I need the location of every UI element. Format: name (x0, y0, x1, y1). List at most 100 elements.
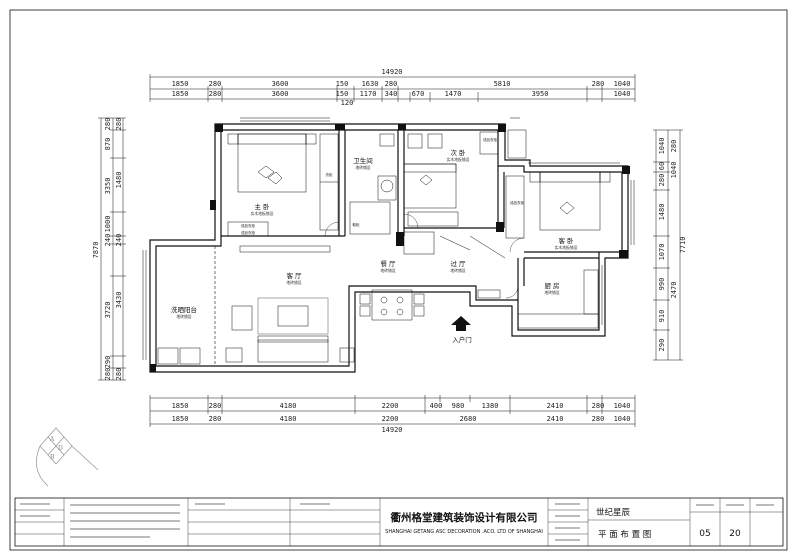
svg-text:990: 990 (658, 278, 666, 291)
svg-text:1070: 1070 (658, 244, 666, 261)
right-dimensions (653, 129, 683, 361)
svg-text:实木地板铺设: 实木地板铺设 (555, 245, 578, 250)
left-dimensions (98, 117, 126, 381)
svg-text:2470: 2470 (670, 282, 678, 299)
sheet-border (9, 9, 788, 551)
svg-text:1850: 1850 (172, 415, 189, 423)
svg-text:2200: 2200 (382, 402, 399, 410)
dim-top-total: 14920 (381, 68, 402, 76)
svg-text:2410: 2410 (547, 402, 564, 410)
svg-text:1470: 1470 (445, 90, 462, 98)
svg-text:1040: 1040 (614, 402, 631, 410)
svg-text:240: 240 (104, 234, 112, 247)
svg-text:280: 280 (209, 402, 222, 410)
title-block: 衢州格堂建筑装饰设计有限公司 SHANGHAI GETANG ASC DECOR… (14, 497, 784, 547)
dim-top-small: 120 (341, 99, 354, 107)
label-wardrobe-2: 成品衣柜 (483, 137, 497, 142)
svg-text:4180: 4180 (280, 415, 297, 423)
svg-text:280: 280 (104, 368, 112, 381)
dim-left-col1: 280 870 3350 240 1000 3720 290 280 (104, 118, 112, 381)
svg-text:3720: 3720 (104, 302, 112, 319)
svg-text:1850: 1850 (172, 80, 189, 88)
dim-top-row1: 1850 280 3600 150 1630 280 5810 280 1040 (172, 80, 631, 88)
svg-text:280: 280 (115, 368, 123, 381)
svg-text:280: 280 (115, 118, 123, 131)
room-balcony: 洗晒阳台 (171, 305, 197, 314)
svg-text:1850: 1850 (172, 402, 189, 410)
svg-text:5810: 5810 (494, 80, 511, 88)
dim-bottom-total: 14920 (381, 426, 402, 434)
room-dining: 餐 厅 (380, 259, 396, 268)
label-cabinet-2: 成品衣柜 (241, 230, 255, 235)
room-guest-bedroom: 客 卧 (558, 236, 574, 245)
svg-text:1040: 1040 (614, 80, 631, 88)
svg-text:地砖铺设: 地砖铺设 (176, 314, 191, 319)
dim-right-col2: 280 1040 2470 (670, 140, 678, 299)
svg-text:240: 240 (115, 234, 123, 247)
svg-text:340: 340 (385, 90, 398, 98)
svg-text:150: 150 (336, 90, 349, 98)
svg-text:1850: 1850 (172, 90, 189, 98)
door-swings (324, 213, 525, 299)
svg-text:280: 280 (658, 174, 666, 187)
svg-text:地砖铺设: 地砖铺设 (450, 268, 465, 273)
company-name-en: SHANGHAI GETANG ASC DECORATION .ACO. LTD… (385, 529, 543, 535)
svg-text:870: 870 (104, 138, 112, 151)
svg-text:60: 60 (658, 162, 666, 170)
dim-left-col2: 280 1480 240 3430 280 (115, 118, 123, 381)
svg-text:1380: 1380 (482, 402, 499, 410)
dim-left-total: 7870 (92, 242, 100, 259)
label-wardrobe-3: 成品衣柜 (510, 200, 524, 205)
svg-text:3600: 3600 (272, 80, 289, 88)
svg-text:实木地板铺设: 实木地板铺设 (251, 211, 274, 216)
svg-text:实木地板铺设: 实木地板铺设 (447, 157, 470, 162)
svg-text:1040: 1040 (670, 162, 678, 179)
svg-text:D: D (58, 445, 63, 452)
room-kitchen: 厨 房 (544, 281, 559, 290)
svg-text:地砖铺设: 地砖铺设 (380, 268, 395, 273)
svg-text:670: 670 (412, 90, 425, 98)
svg-text:4180: 4180 (280, 402, 297, 410)
dim-right-col1: 1040 60 280 1480 1070 990 910 290 (658, 138, 666, 352)
project-name: 世纪星辰 (596, 507, 631, 518)
svg-text:280: 280 (209, 415, 222, 423)
svg-text:3950: 3950 (532, 90, 549, 98)
svg-text:150: 150 (336, 80, 349, 88)
svg-text:280: 280 (209, 80, 222, 88)
svg-text:1040: 1040 (614, 415, 631, 423)
label-shoe-cabinet: 鞋柜 (353, 222, 361, 227)
room-second-bedroom: 次 卧 (450, 148, 466, 157)
svg-text:地砖铺设: 地砖铺设 (544, 290, 559, 295)
structural-columns (150, 124, 630, 372)
svg-text:1040: 1040 (614, 90, 631, 98)
sheet-number: 05 (699, 529, 710, 539)
bottom-dimensions (149, 395, 636, 427)
svg-text:1480: 1480 (658, 204, 666, 221)
svg-text:280: 280 (592, 80, 605, 88)
furniture (157, 129, 611, 365)
room-labels: 主 卧 实木地板铺设 次 卧 实木地板铺设 客 卧 实木地板铺设 卫生间 地砖铺… (171, 148, 578, 319)
svg-text:280: 280 (592, 415, 605, 423)
svg-text:1040: 1040 (658, 138, 666, 155)
label-wardrobe-1: 衣柜 (326, 172, 334, 177)
svg-text:1000: 1000 (104, 216, 112, 233)
room-master-bedroom: 主 卧 (254, 202, 270, 211)
svg-text:1630: 1630 (362, 80, 379, 88)
svg-text:280: 280 (209, 90, 222, 98)
entrance-label: 入户门 (452, 335, 472, 344)
drawing-title: 平 面 布 置 图 (598, 529, 651, 540)
svg-text:3600: 3600 (272, 90, 289, 98)
svg-text:290: 290 (658, 339, 666, 352)
svg-text:3350: 3350 (104, 178, 112, 195)
svg-text:地砖铺设: 地砖铺设 (355, 165, 370, 170)
sheet-total: 20 (729, 529, 741, 539)
master-bed (237, 133, 307, 193)
furniture-labels: 衣柜 成品衣柜 成品衣柜 成品衣柜 成品衣柜 鞋柜 (241, 137, 524, 235)
dim-bottom-row1: 1850 280 4180 2200 400 980 1380 2410 280… (172, 402, 631, 410)
svg-text:910: 910 (658, 310, 666, 323)
svg-text:280: 280 (670, 140, 678, 153)
svg-text:280: 280 (385, 80, 398, 88)
windows (142, 117, 635, 360)
